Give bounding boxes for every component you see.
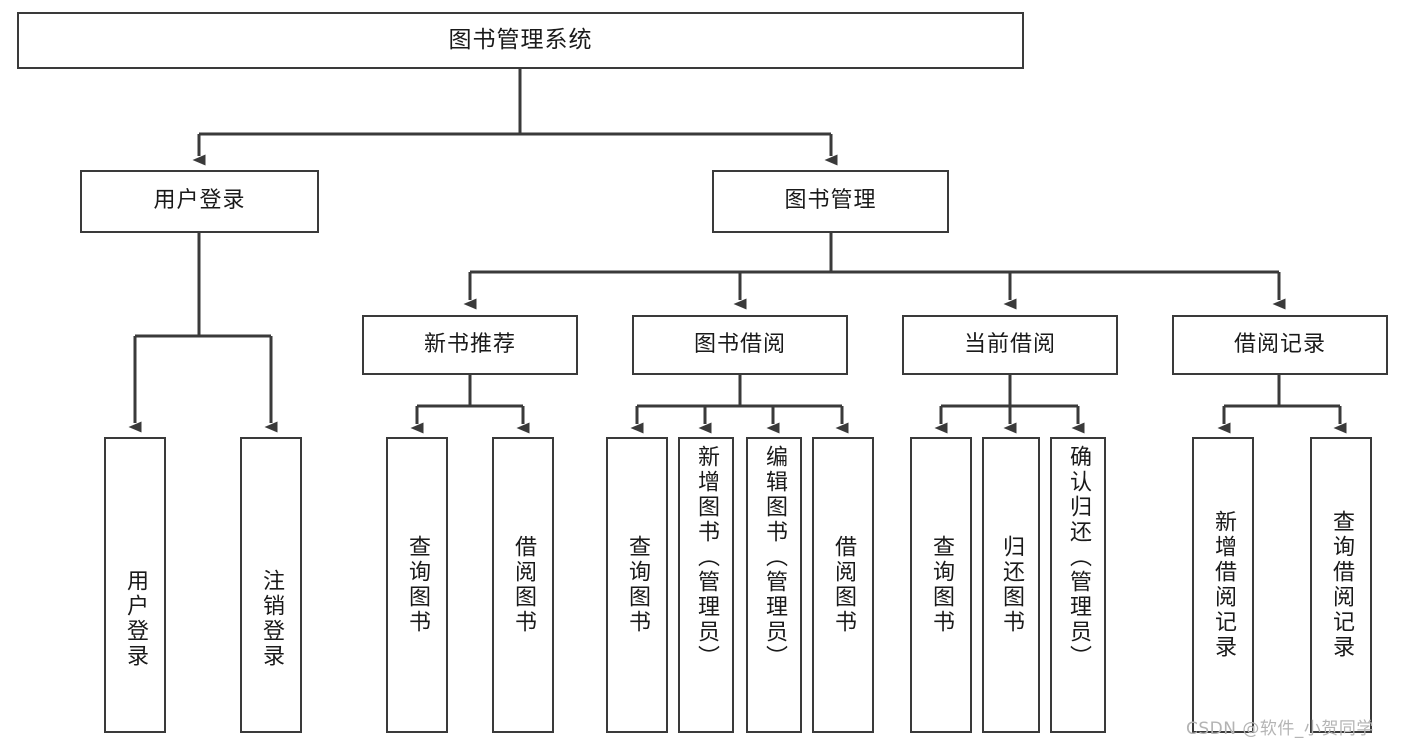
node-borrow-record[interactable]: 借阅记录 — [1172, 315, 1388, 375]
leaf-current-borrow-return-books[interactable]: 归还图书 — [982, 437, 1040, 733]
leaf-book-borrow-borrow-books[interactable]: 借阅图书 — [812, 437, 874, 733]
csdn-watermark: CSDN @软件_小贺同学 — [1186, 719, 1374, 739]
leaf-new-book-query-books[interactable]: 查询图书 — [386, 437, 448, 733]
leaf-current-borrow-confirm-return-admin[interactable]: 确认归还（管理员） — [1050, 437, 1106, 733]
node-book-borrow[interactable]: 图书借阅 — [632, 315, 848, 375]
leaf-book-borrow-edit-book-admin[interactable]: 编辑图书（管理员） — [746, 437, 802, 733]
leaf-borrow-record-query-record[interactable]: 查询借阅记录 — [1310, 437, 1372, 733]
leaf-book-borrow-query-books[interactable]: 查询图书 — [606, 437, 668, 733]
leaf-book-borrow-add-book-admin[interactable]: 新增图书（管理员） — [678, 437, 734, 733]
node-current-borrow[interactable]: 当前借阅 — [902, 315, 1118, 375]
leaf-current-borrow-query-books[interactable]: 查询图书 — [910, 437, 972, 733]
leaf-borrow-record-add-record[interactable]: 新增借阅记录 — [1192, 437, 1254, 733]
node-new-book-recommend[interactable]: 新书推荐 — [362, 315, 578, 375]
leaf-new-book-borrow-books[interactable]: 借阅图书 — [492, 437, 554, 733]
node-book-management[interactable]: 图书管理 — [712, 170, 949, 233]
leaf-user-login-login[interactable]: 用户登录 — [104, 437, 166, 733]
leaf-user-login-logout[interactable]: 注销登录 — [240, 437, 302, 733]
node-user-login[interactable]: 用户登录 — [80, 170, 319, 233]
node-root-book-management-system[interactable]: 图书管理系统 — [17, 12, 1024, 69]
